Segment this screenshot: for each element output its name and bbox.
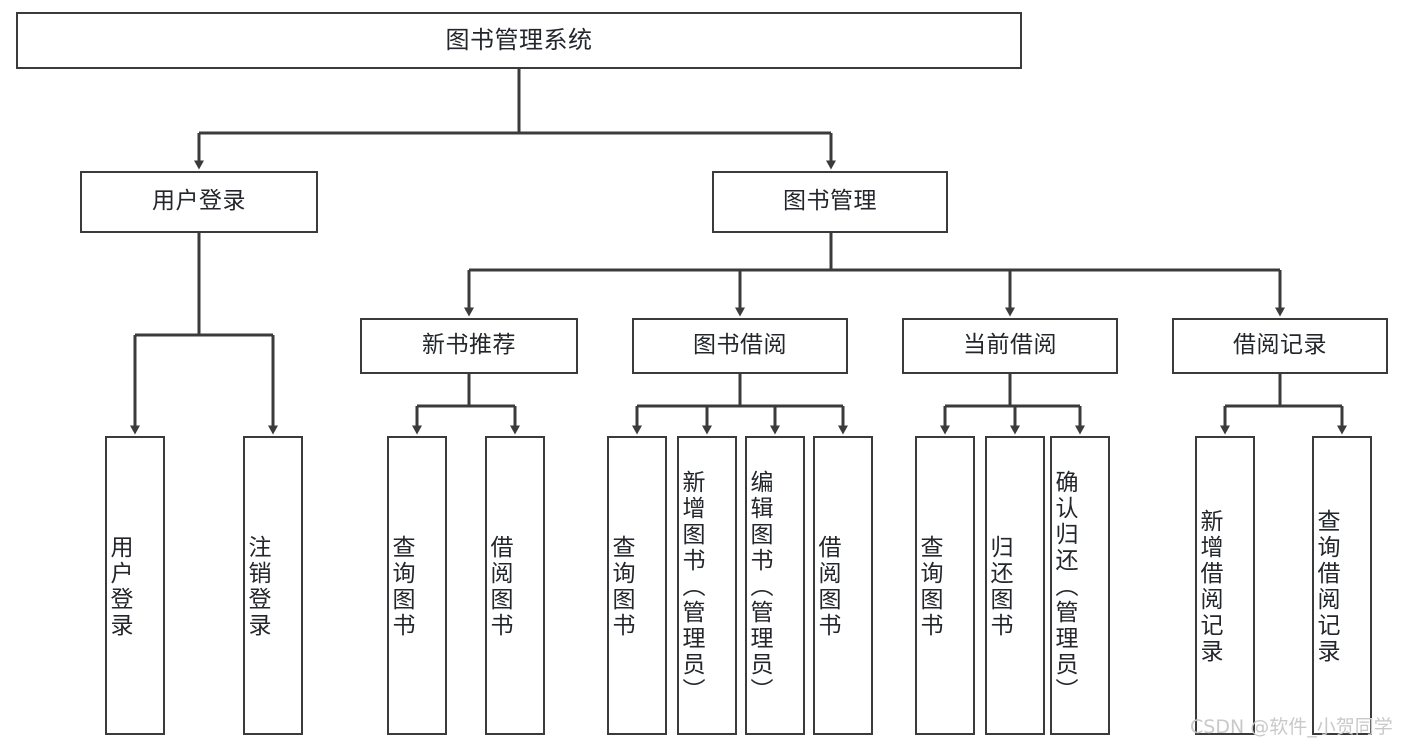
node-leaf-query-record[interactable]: 查询借阅记录 [1312, 436, 1372, 735]
node-leaf-query-book-3[interactable]: 查询图书 [915, 436, 975, 735]
node-leaf-add-record[interactable]: 新增借阅记录 [1195, 436, 1255, 735]
node-leaf-borrow-book-2-label: 借阅图书 [814, 534, 840, 639]
node-borrow-record[interactable]: 借阅记录 [1172, 318, 1388, 374]
node-leaf-query-book-1-label: 查询图书 [388, 534, 414, 639]
node-leaf-query-book-2[interactable]: 查询图书 [607, 436, 667, 735]
node-borrow-record-label: 借阅记录 [1233, 332, 1327, 359]
node-leaf-query-book-3-label: 查询图书 [916, 534, 942, 639]
node-leaf-return-book-label: 归还图书 [986, 534, 1012, 639]
node-book-borrow-label: 图书借阅 [693, 332, 787, 359]
node-current-borrow-label: 当前借阅 [963, 332, 1057, 359]
csdn-watermark: CSDN @软件_小贺同学 [1190, 716, 1393, 738]
node-book-management-label: 图书管理 [783, 188, 877, 215]
node-leaf-borrow-book-1[interactable]: 借阅图书 [485, 436, 545, 735]
node-user-login-label: 用户登录 [152, 188, 246, 215]
node-leaf-confirm-return-label: 确认归还（管理员） [1051, 469, 1077, 704]
node-current-borrow[interactable]: 当前借阅 [902, 318, 1118, 374]
node-leaf-edit-book[interactable]: 编辑图书（管理员） [745, 436, 805, 735]
node-root[interactable]: 图书管理系统 [16, 12, 1022, 69]
node-leaf-edit-book-label: 编辑图书（管理员） [746, 469, 772, 704]
node-new-book-recommend-label: 新书推荐 [422, 332, 516, 359]
node-leaf-add-record-label: 新增借阅记录 [1196, 508, 1222, 665]
node-root-label: 图书管理系统 [445, 26, 593, 55]
node-leaf-logout-label: 注销登录 [244, 534, 270, 639]
node-leaf-borrow-book-1-label: 借阅图书 [486, 534, 512, 639]
node-leaf-query-book-2-label: 查询图书 [608, 534, 634, 639]
node-leaf-add-book-label: 新增图书（管理员） [678, 469, 704, 704]
node-leaf-query-record-label: 查询借阅记录 [1313, 508, 1339, 665]
node-leaf-return-book[interactable]: 归还图书 [985, 436, 1045, 735]
node-new-book-recommend[interactable]: 新书推荐 [360, 318, 578, 374]
node-leaf-user-login[interactable]: 用户登录 [105, 436, 165, 735]
node-leaf-confirm-return[interactable]: 确认归还（管理员） [1050, 436, 1110, 735]
node-user-login[interactable]: 用户登录 [80, 171, 318, 233]
node-leaf-query-book-1[interactable]: 查询图书 [387, 436, 447, 735]
node-leaf-add-book[interactable]: 新增图书（管理员） [677, 436, 737, 735]
node-book-borrow[interactable]: 图书借阅 [632, 318, 848, 374]
node-leaf-logout[interactable]: 注销登录 [243, 436, 303, 735]
node-leaf-borrow-book-2[interactable]: 借阅图书 [813, 436, 873, 735]
node-leaf-user-login-label: 用户登录 [106, 534, 132, 639]
node-book-management[interactable]: 图书管理 [712, 171, 948, 233]
